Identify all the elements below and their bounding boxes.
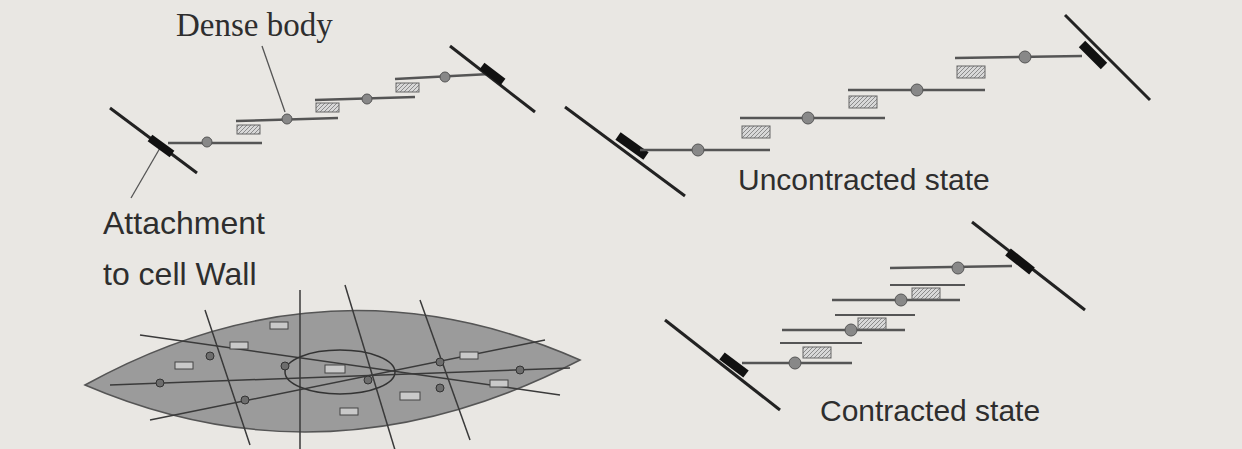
filament-chain xyxy=(665,222,1085,410)
filament-chain xyxy=(110,46,535,173)
state-label: Uncontracted state xyxy=(738,162,990,198)
leader-line xyxy=(262,46,285,112)
part-label: Attachment to cell Wall xyxy=(103,198,288,300)
muscle-cell xyxy=(85,285,580,449)
leader-line xyxy=(131,148,160,198)
part-label: Dense body xyxy=(176,6,333,46)
state-label: Contracted state xyxy=(820,393,1040,429)
